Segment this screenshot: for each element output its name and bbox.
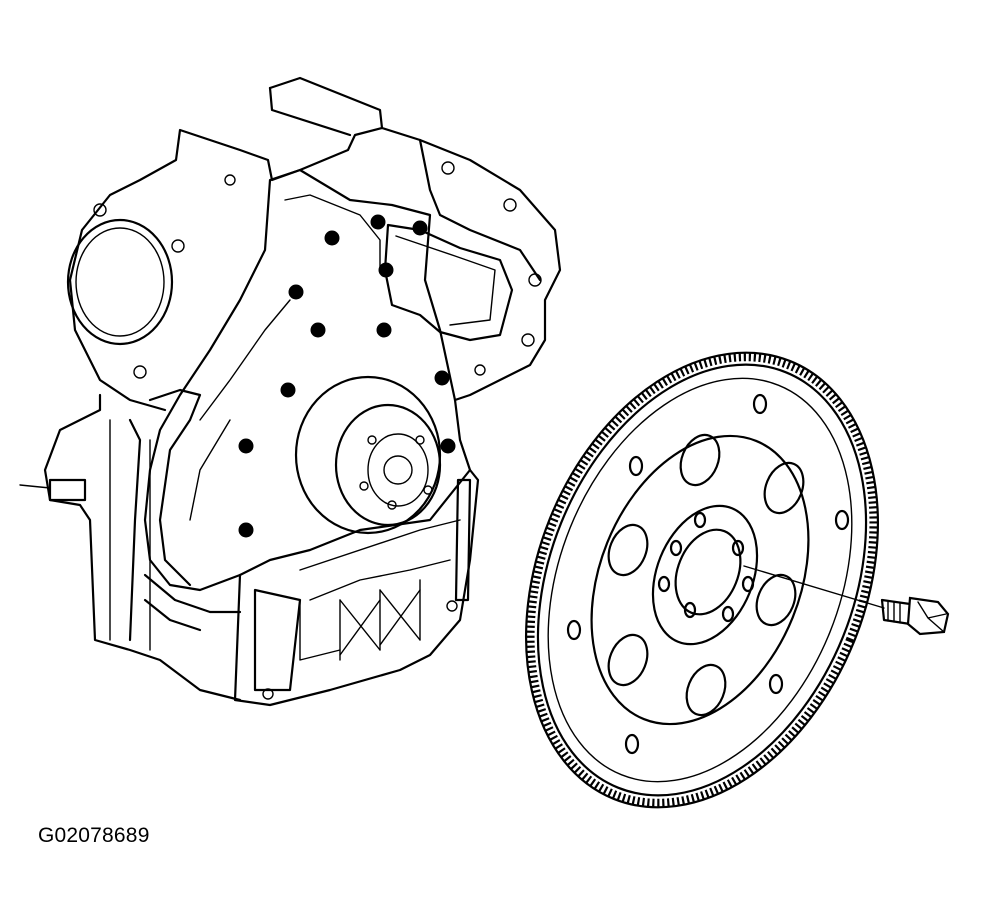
flexplate xyxy=(525,351,879,809)
flexplate-bolt xyxy=(743,565,950,636)
engine-block xyxy=(19,76,562,707)
figure-id-label: G02078689 xyxy=(38,824,150,847)
